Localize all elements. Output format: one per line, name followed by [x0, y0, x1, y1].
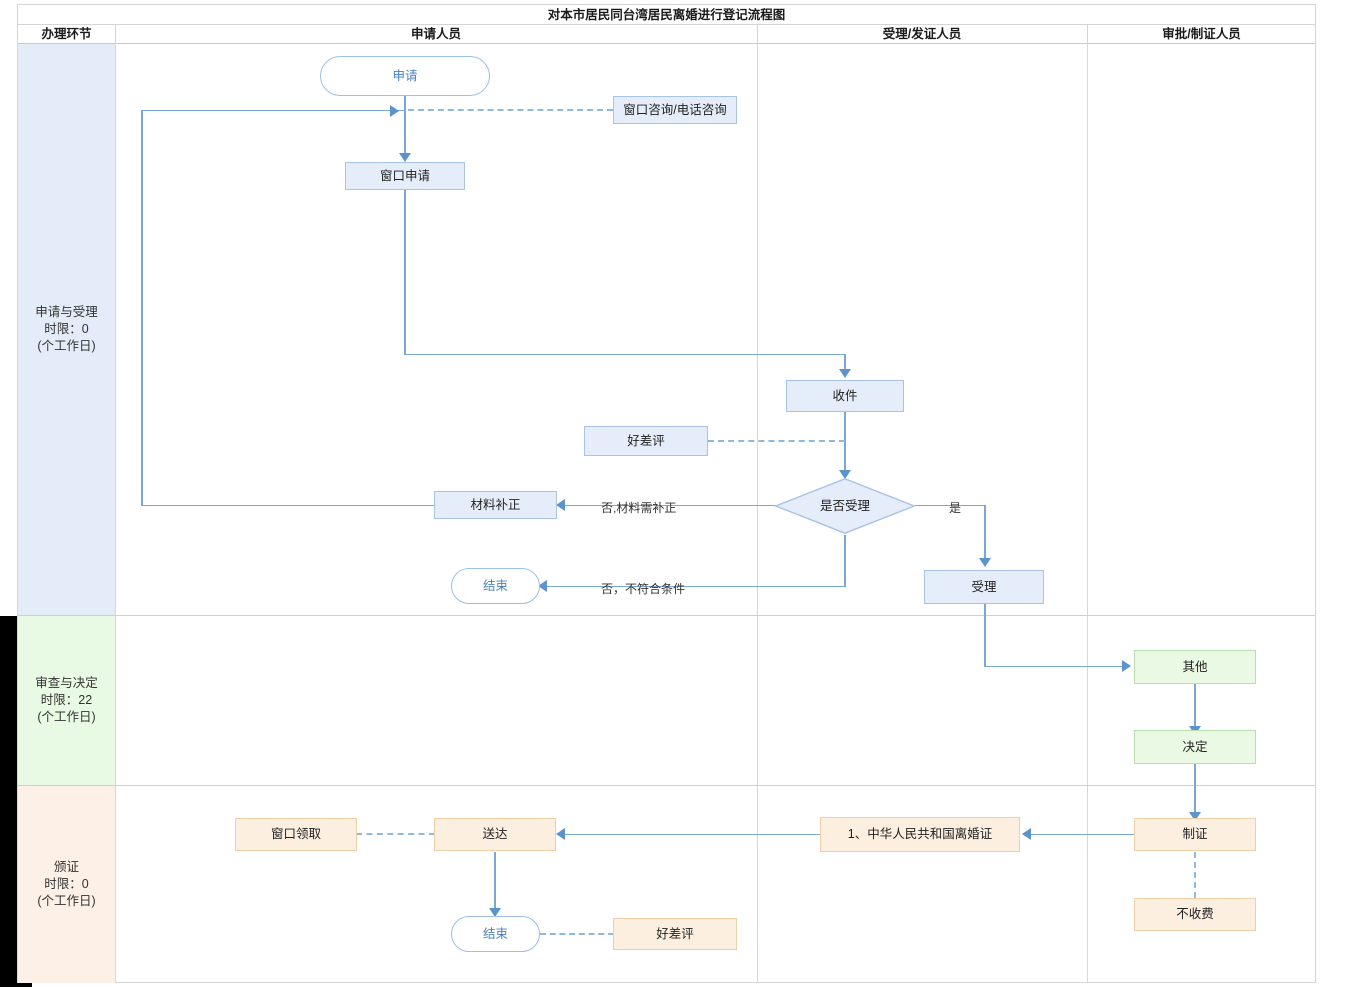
arrowhead-decision — [839, 470, 851, 479]
node-cert-item[interactable]: 1、中华人民共和国离婚证 — [820, 817, 1020, 852]
stage-row-divider-2 — [115, 785, 1315, 786]
edge-accept-to-other — [984, 665, 1128, 668]
node-accept[interactable]: 受理 — [924, 570, 1044, 604]
edge-decide-to-make-cert — [1194, 764, 1196, 817]
arrowhead-make-cert — [1189, 812, 1201, 821]
edge-label-yes: 是 — [949, 501, 962, 515]
node-make-cert[interactable]: 制证 — [1134, 818, 1256, 851]
stage-band-review-decide: 审查与决定 时限：22 (个工作日) — [18, 616, 115, 786]
edge-window-apply-right — [404, 353, 846, 356]
header-divider-3 — [1087, 25, 1088, 44]
page-title: 对本市居民同台湾居民离婚进行登记流程图 — [18, 5, 1315, 25]
edge-accept-down — [984, 604, 986, 666]
edge-fix-loopback-v — [141, 110, 143, 505]
node-start[interactable]: 申请 — [320, 56, 490, 96]
arrowhead-cert-item — [1022, 828, 1031, 840]
edge-label-no-need-fix: 否,材料需补正 — [601, 501, 677, 515]
header-divider-2 — [757, 25, 758, 44]
edge-label-no-not-qualified: 否，不符合条件 — [601, 582, 686, 596]
edge-into-receive — [844, 354, 846, 376]
edge-cert-item-to-deliver — [564, 833, 820, 836]
column-divider-acceptor — [757, 44, 758, 983]
column-header-applicant: 申请人员 — [410, 27, 461, 41]
arrowhead-accept — [979, 558, 991, 567]
stage-row-divider-1 — [115, 615, 1315, 616]
column-header-stage: 办理环节 — [41, 27, 92, 41]
stage-band-apply-accept: 申请与受理 时限：0 (个工作日) — [18, 44, 115, 616]
edge-decision-to-end — [545, 585, 845, 588]
node-review-rating-2[interactable]: 好差评 — [613, 918, 737, 950]
edge-decision-yes-h — [915, 504, 986, 507]
node-decide[interactable]: 决定 — [1134, 730, 1256, 764]
edge-fix-loopback-h-top — [141, 109, 405, 112]
edge-decision-down — [844, 535, 846, 587]
arrowhead-other — [1122, 660, 1131, 672]
node-review-rating-1[interactable]: 好差评 — [584, 426, 708, 456]
arrowhead-receive — [839, 369, 851, 378]
stage-band-issue-cert: 颁证 时限：0 (个工作日) — [18, 786, 115, 983]
edge-decision-yes-v — [984, 505, 986, 563]
edge-make-cert-no-fee-dashed — [1194, 852, 1196, 898]
flowchart-table-frame — [17, 4, 1316, 983]
column-header-approver: 审批/制证人员 — [1162, 27, 1241, 41]
arrowhead-deliver — [556, 828, 565, 840]
edge-deliver-to-end — [494, 852, 496, 914]
node-end-1[interactable]: 结束 — [451, 568, 540, 604]
node-window-consult[interactable]: 窗口咨询/电话咨询 — [613, 96, 737, 124]
node-deliver[interactable]: 送达 — [434, 818, 556, 851]
edge-start-to-window-apply — [404, 96, 406, 156]
node-no-fee[interactable]: 不收费 — [1134, 898, 1256, 931]
edge-window-apply-down — [404, 190, 406, 354]
node-end-2[interactable]: 结束 — [451, 916, 540, 952]
node-decision-accept[interactable]: 是否受理 — [775, 478, 915, 534]
arrowhead-window-apply — [399, 153, 411, 162]
edge-other-to-decide — [1194, 684, 1196, 729]
edge-consult-dashed — [408, 109, 613, 111]
column-header-acceptor: 受理/发证人员 — [882, 27, 962, 41]
edge-window-pickup-dashed — [356, 832, 435, 835]
arrowhead-loopback-into-flow — [390, 105, 399, 117]
node-window-apply[interactable]: 窗口申请 — [345, 162, 465, 190]
node-other[interactable]: 其他 — [1134, 650, 1256, 684]
edge-decision-to-fix — [563, 504, 778, 507]
arrowhead-material-fix — [556, 499, 565, 511]
node-window-pickup[interactable]: 窗口领取 — [235, 818, 357, 851]
edge-rating-1-dashed — [708, 440, 845, 442]
column-divider-approver — [1087, 44, 1088, 983]
edge-fix-loopback-h-bottom — [141, 504, 434, 507]
edge-rating-2-dashed — [540, 933, 614, 935]
node-receive[interactable]: 收件 — [786, 380, 904, 412]
diamond-shape — [775, 478, 915, 534]
edge-make-cert-to-cert-item — [1030, 833, 1134, 836]
node-material-fix[interactable]: 材料补正 — [434, 491, 557, 519]
arrowhead-end-2 — [489, 908, 501, 917]
column-divider-stage — [115, 44, 116, 983]
node-decision-accept-label: 是否受理 — [819, 498, 870, 513]
header-divider-1 — [115, 25, 116, 44]
arrowhead-end-1 — [538, 580, 547, 592]
edge-receive-to-decision — [844, 412, 846, 474]
column-header-row: 办理环节 申请人员 受理/发证人员 审批/制证人员 — [18, 25, 1315, 44]
